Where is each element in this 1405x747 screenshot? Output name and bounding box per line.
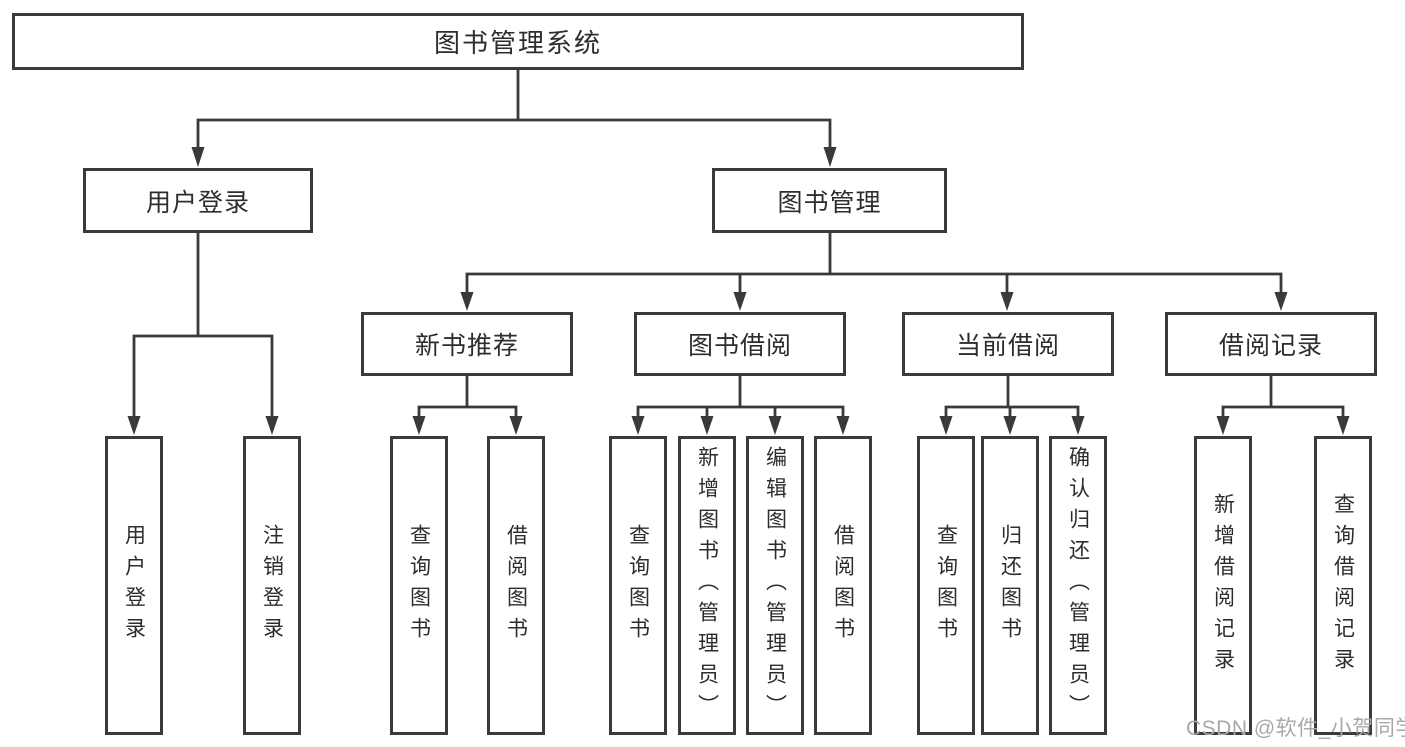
- node-label: 用户登录: [122, 523, 146, 648]
- node-borrow-records: 借阅记录: [1165, 312, 1377, 376]
- node-leaf-query-books-1: 查询图书: [390, 436, 448, 735]
- node-leaf-add-borrow-record: 新增借阅记录: [1194, 436, 1252, 735]
- node-label: 编辑图书（管理员）: [763, 446, 787, 725]
- node-label: 查询图书: [934, 523, 958, 648]
- node-label: 图书管理系统: [433, 28, 602, 58]
- node-leaf-query-borrow-record: 查询借阅记录: [1314, 436, 1372, 735]
- node-current-borrow: 当前借阅: [902, 312, 1114, 376]
- node-new-book-recommend: 新书推荐: [361, 312, 573, 376]
- node-leaf-logout: 注销登录: [243, 436, 301, 735]
- node-label: 查询借阅记录: [1331, 492, 1355, 679]
- node-label: 新书推荐: [414, 332, 519, 360]
- node-leaf-return-books: 归还图书: [981, 436, 1039, 735]
- node-book-management: 图书管理: [712, 168, 947, 233]
- node-library-management-system: 图书管理系统: [12, 13, 1024, 70]
- node-label: 查询图书: [626, 523, 650, 648]
- node-label: 当前借阅: [955, 332, 1060, 360]
- node-label: 查询图书: [407, 523, 431, 648]
- node-leaf-borrow-books-2: 借阅图书: [814, 436, 872, 735]
- node-label: 图书管理: [777, 188, 882, 217]
- node-label: 确认归还（管理员）: [1066, 446, 1090, 725]
- node-user-login: 用户登录: [83, 168, 313, 233]
- node-label: 用户登录: [145, 188, 250, 217]
- node-leaf-query-books-2: 查询图书: [609, 436, 667, 735]
- node-label: 注销登录: [260, 523, 284, 648]
- node-leaf-confirm-return-admin: 确认归还（管理员）: [1049, 436, 1107, 735]
- node-label: 图书借阅: [687, 332, 792, 360]
- node-leaf-user-login: 用户登录: [105, 436, 163, 735]
- node-label: 借阅图书: [831, 523, 855, 648]
- node-leaf-borrow-books-1: 借阅图书: [487, 436, 545, 735]
- node-leaf-add-books-admin: 新增图书（管理员）: [678, 436, 736, 735]
- node-label: 新增图书（管理员）: [695, 446, 719, 725]
- node-leaf-edit-books-admin: 编辑图书（管理员）: [746, 436, 804, 735]
- node-leaf-query-books-3: 查询图书: [917, 436, 975, 735]
- csdn-watermark: CSDN @软件_小贺同学: [1186, 717, 1405, 740]
- node-label: 借阅图书: [504, 523, 528, 648]
- node-label: 新增借阅记录: [1211, 492, 1235, 679]
- node-label: 归还图书: [998, 523, 1022, 648]
- node-label: 借阅记录: [1218, 332, 1323, 360]
- node-book-borrow: 图书借阅: [634, 312, 846, 376]
